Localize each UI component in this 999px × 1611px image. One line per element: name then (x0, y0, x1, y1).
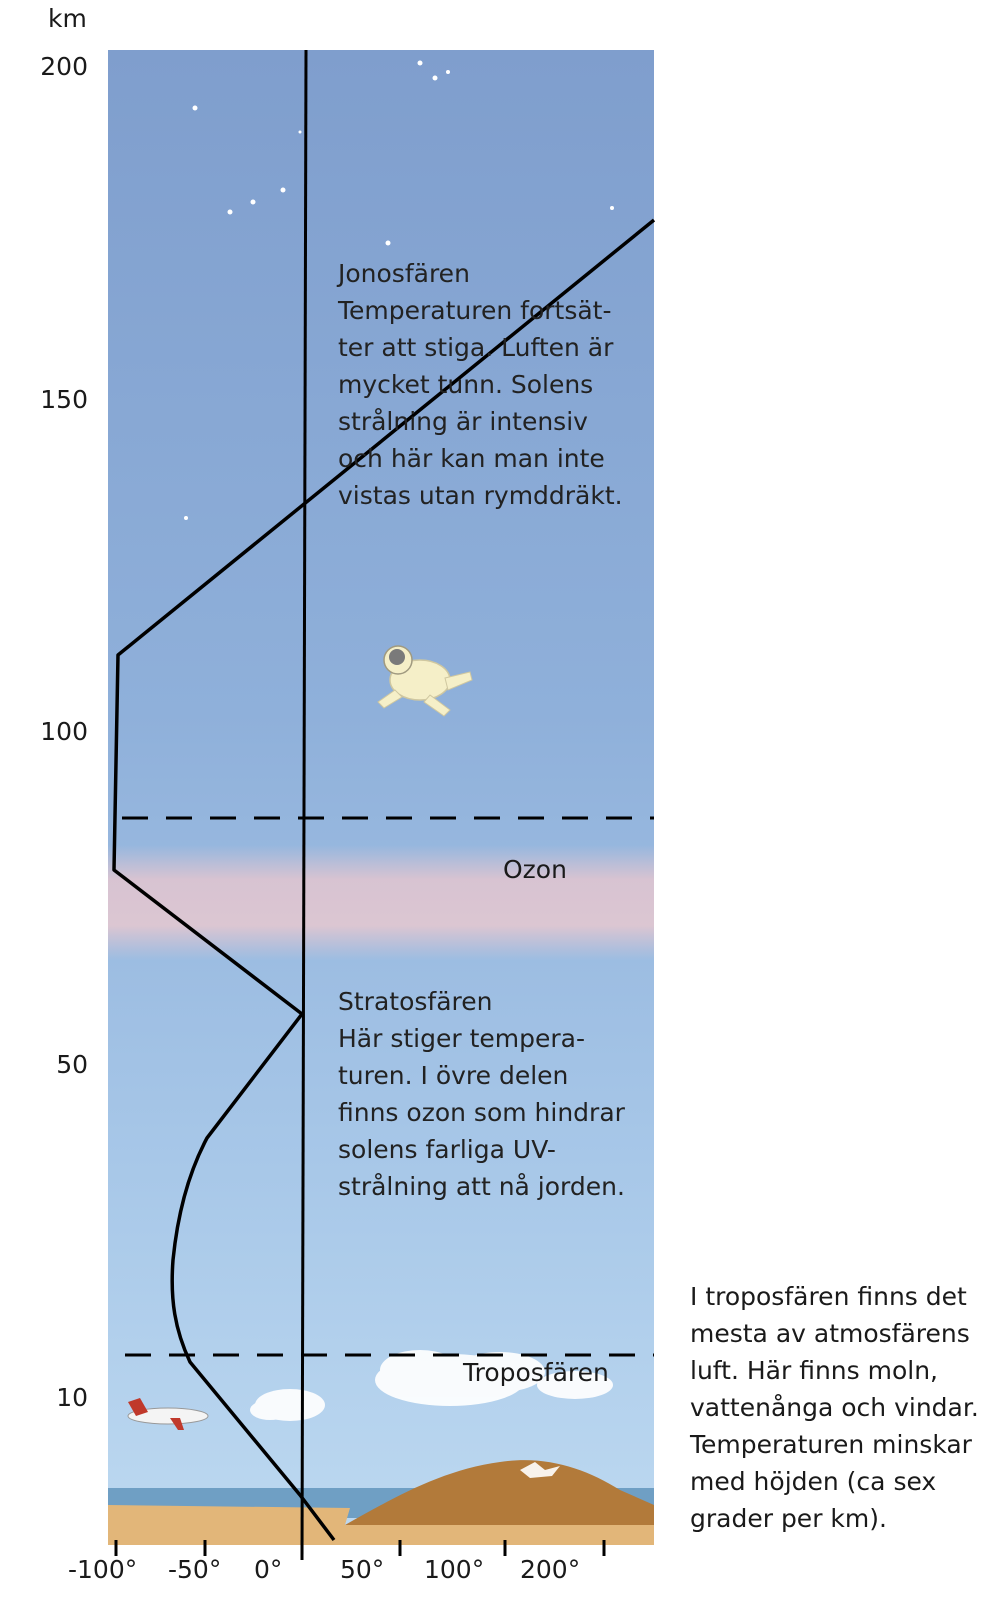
clouds (250, 1350, 613, 1421)
y-tick-10: 10 (56, 1383, 88, 1412)
troposfaren-label: Troposfären (463, 1358, 609, 1387)
zero-degree-line (300, 49, 308, 1561)
ground (108, 1505, 654, 1545)
y-tick-100: 100 (40, 717, 88, 746)
y-tick-200: 200 (40, 52, 88, 81)
x-axis-ticks (114, 1540, 606, 1556)
x-tick-0: 0° (254, 1555, 283, 1584)
y-tick-50: 50 (56, 1050, 88, 1079)
troposfaren-note: I troposfären finns det mesta av atmosfä… (690, 1282, 979, 1533)
ozone-band (108, 845, 654, 960)
temperature-profile-line (112, 218, 656, 1542)
ozon-label: Ozon (503, 855, 567, 884)
x-tick-100: 100° (424, 1555, 485, 1584)
x-tick-200: 200° (520, 1555, 581, 1584)
jonosfaren-text: Jonosfären Temperaturen fortsät- ter att… (338, 259, 623, 510)
x-tick-50: 50° (340, 1555, 385, 1584)
mountain (345, 1460, 654, 1525)
astronaut-illustration (377, 645, 473, 717)
y-tick-150: 150 (40, 385, 88, 414)
stars (184, 60, 614, 520)
y-axis-unit: km (48, 4, 87, 33)
airplane-illustration (127, 1398, 209, 1430)
stratosfaren-text: Stratosfären Här stiger tempera- turen. … (338, 987, 625, 1201)
x-tick-minus100: -100° (68, 1555, 138, 1584)
x-tick-minus50: -50° (168, 1555, 222, 1584)
